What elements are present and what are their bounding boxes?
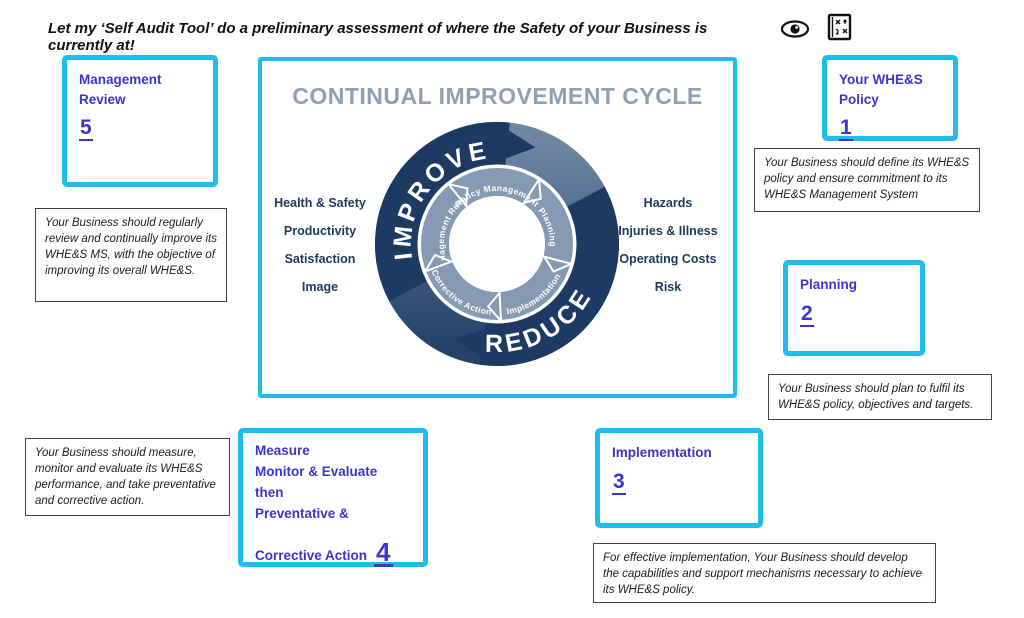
step-box-planning[interactable]: Planning 2 — [783, 260, 925, 356]
improve-benefits-list: Health & Safety Productivity Satisfactio… — [264, 189, 376, 301]
step-number-link[interactable]: 1 — [839, 116, 853, 142]
audit-tool-icon[interactable] — [827, 13, 852, 46]
implementation-description: For effective implementation, Your Busin… — [593, 543, 936, 603]
list-item: Productivity — [283, 224, 357, 238]
step-label-line: then — [255, 484, 284, 500]
step-label: Management Review — [79, 72, 162, 107]
list-item: Hazards — [643, 196, 693, 210]
step-label: Your WHE&S Policy — [839, 72, 923, 107]
corrective-description: Your Business should measure, monitor an… — [25, 438, 230, 516]
step-label-line: Monitor & Evaluate — [255, 463, 378, 479]
reduce-risks-list: Hazards Injuries & Illness Operating Cos… — [607, 189, 729, 301]
list-item: Operating Costs — [619, 252, 717, 266]
review-description: Your Business should regularly review an… — [35, 208, 227, 302]
list-item: Risk — [654, 280, 682, 294]
cycle-title: CONTINUAL IMPROVEMENT CYCLE — [292, 83, 703, 109]
eye-icon[interactable] — [780, 18, 810, 45]
step-box-management-review[interactable]: Management Review 5 — [62, 55, 218, 187]
step-label-line: Measure — [255, 443, 310, 458]
step-number-link[interactable]: 4 — [374, 536, 393, 568]
page-title: Let my ‘Self Audit Tool’ do a preliminar… — [48, 20, 708, 54]
step-label-line: Corrective Action — [255, 548, 368, 564]
step-label: Implementation — [612, 445, 712, 460]
step-box-policy[interactable]: Your WHE&S Policy 1 — [822, 55, 958, 142]
list-item: Injuries & Illness — [618, 224, 718, 238]
step-box-corrective-action[interactable]: Measure Monitor & Evaluate then Preventa… — [238, 428, 428, 568]
step-number-link[interactable]: 3 — [612, 470, 626, 495]
step-box-implementation[interactable]: Implementation 3 — [595, 428, 763, 528]
step-label-line: Preventative & — [255, 505, 349, 521]
list-item: Satisfaction — [284, 252, 356, 266]
step-label: Planning — [800, 277, 857, 292]
step-number-link[interactable]: 5 — [79, 116, 93, 142]
planning-description: Your Business should plan to fulfil its … — [768, 374, 992, 420]
list-item: Image — [301, 280, 339, 294]
list-item: Health & Safety — [274, 196, 366, 210]
policy-description: Your Business should define its WHE&S po… — [754, 148, 980, 212]
improvement-cycle-panel: CONTINUAL IMPROVEMENT CYCLE IMPROVE REDU… — [258, 57, 737, 398]
step-number-link[interactable]: 2 — [800, 302, 814, 327]
